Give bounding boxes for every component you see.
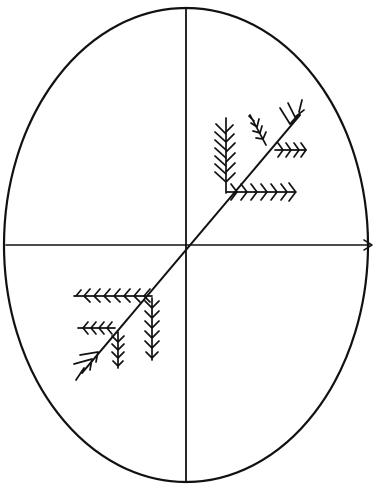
upper-right-frond — [215, 100, 306, 201]
diagonal-stem — [82, 115, 300, 373]
